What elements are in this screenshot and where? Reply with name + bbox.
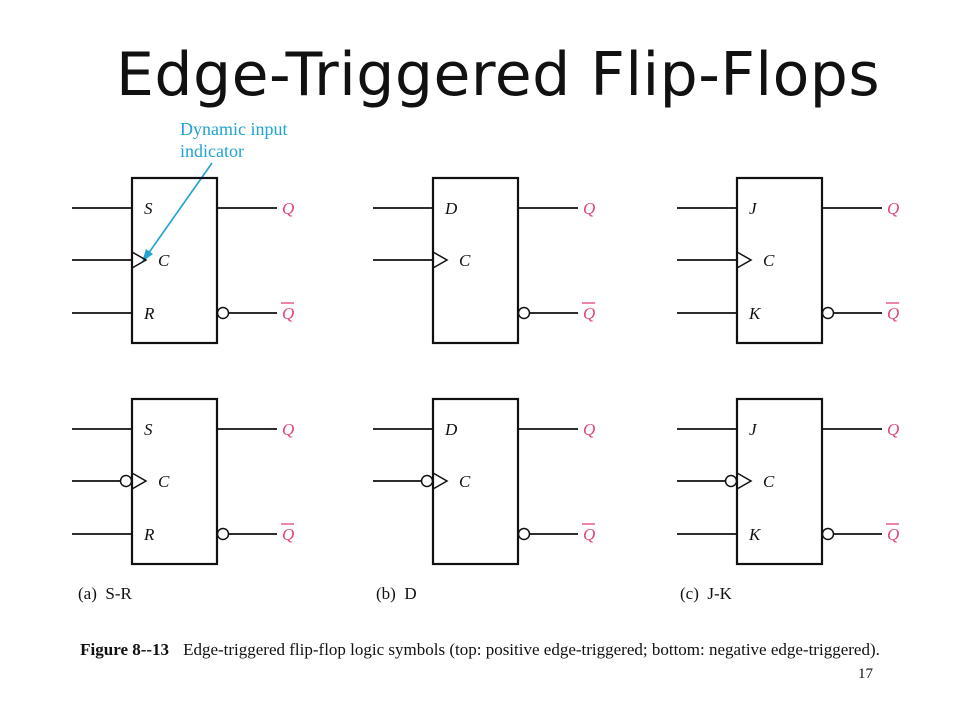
clock-inversion-bubble xyxy=(119,474,133,488)
flip-flop-jk-positive-edge: J C K Q Q xyxy=(677,176,899,345)
q-output-label: Q xyxy=(583,199,595,218)
q-output-label: Q xyxy=(282,199,294,218)
pin-label: C xyxy=(158,472,170,491)
dynamic-input-indicator xyxy=(432,251,449,269)
flip-flop-sr-positive-edge: S C R Q Q xyxy=(72,176,294,345)
pin-label: J xyxy=(749,420,758,439)
flip-flop-jk-negative-edge: J C K Q Q xyxy=(677,397,899,566)
q-bar-output-label: Q xyxy=(282,525,294,544)
figure-text: Edge-triggered flip-flop logic symbols (… xyxy=(183,640,880,659)
pin-label: K xyxy=(748,304,762,323)
slide-number: 17 xyxy=(858,666,873,682)
output-inversion-bubble xyxy=(517,527,531,541)
clock-inversion-bubble xyxy=(420,474,434,488)
pin-label: C xyxy=(763,251,775,270)
caption-d: (b) D xyxy=(376,584,417,603)
pin-label: K xyxy=(748,525,762,544)
flip-flop-d-positive-edge: D C Q Q xyxy=(373,176,595,345)
caption-jk: (c) J-K xyxy=(680,584,733,603)
figure-label: Figure 8--13 xyxy=(80,640,170,659)
pin-label: J xyxy=(749,199,758,218)
pin-label: R xyxy=(143,525,155,544)
pin-label: D xyxy=(444,199,458,218)
pin-label: S xyxy=(144,199,153,218)
output-inversion-bubble xyxy=(216,527,230,541)
q-output-label: Q xyxy=(583,420,595,439)
q-bar-output-label: Q xyxy=(282,304,294,323)
figure-caption: Figure 8--13 Edge-triggered flip-flop log… xyxy=(30,638,930,662)
dynamic-input-indicator xyxy=(432,472,449,490)
dynamic-input-annotation-line1: Dynamic input xyxy=(180,119,287,139)
slide-title: Edge-Triggered Flip-Flops xyxy=(116,40,881,110)
pin-label: D xyxy=(444,420,458,439)
q-output-label: Q xyxy=(282,420,294,439)
q-bar-output-label: Q xyxy=(887,304,899,323)
q-bar-output-label: Q xyxy=(583,304,595,323)
caption-sr: (a) S-R xyxy=(78,584,132,603)
dynamic-input-annotation-line2: indicator xyxy=(180,141,244,161)
output-inversion-bubble xyxy=(821,527,835,541)
pin-label: C xyxy=(459,472,471,491)
pin-label: S xyxy=(144,420,153,439)
output-inversion-bubble xyxy=(216,306,230,320)
pin-label: R xyxy=(143,304,155,323)
output-inversion-bubble xyxy=(821,306,835,320)
output-inversion-bubble xyxy=(517,306,531,320)
flip-flop-d-negative-edge: D C Q Q xyxy=(373,397,595,566)
flip-flop-sr-negative-edge: S C R Q Q xyxy=(72,397,294,566)
pin-label: C xyxy=(763,472,775,491)
dynamic-input-indicator xyxy=(736,472,753,490)
clock-inversion-bubble xyxy=(724,474,738,488)
q-output-label: Q xyxy=(887,199,899,218)
q-output-label: Q xyxy=(887,420,899,439)
dynamic-input-indicator xyxy=(131,472,148,490)
q-bar-output-label: Q xyxy=(887,525,899,544)
dynamic-input-indicator xyxy=(131,251,148,269)
dynamic-input-indicator xyxy=(736,251,753,269)
pin-label: C xyxy=(158,251,170,270)
pin-label: C xyxy=(459,251,471,270)
q-bar-output-label: Q xyxy=(583,525,595,544)
